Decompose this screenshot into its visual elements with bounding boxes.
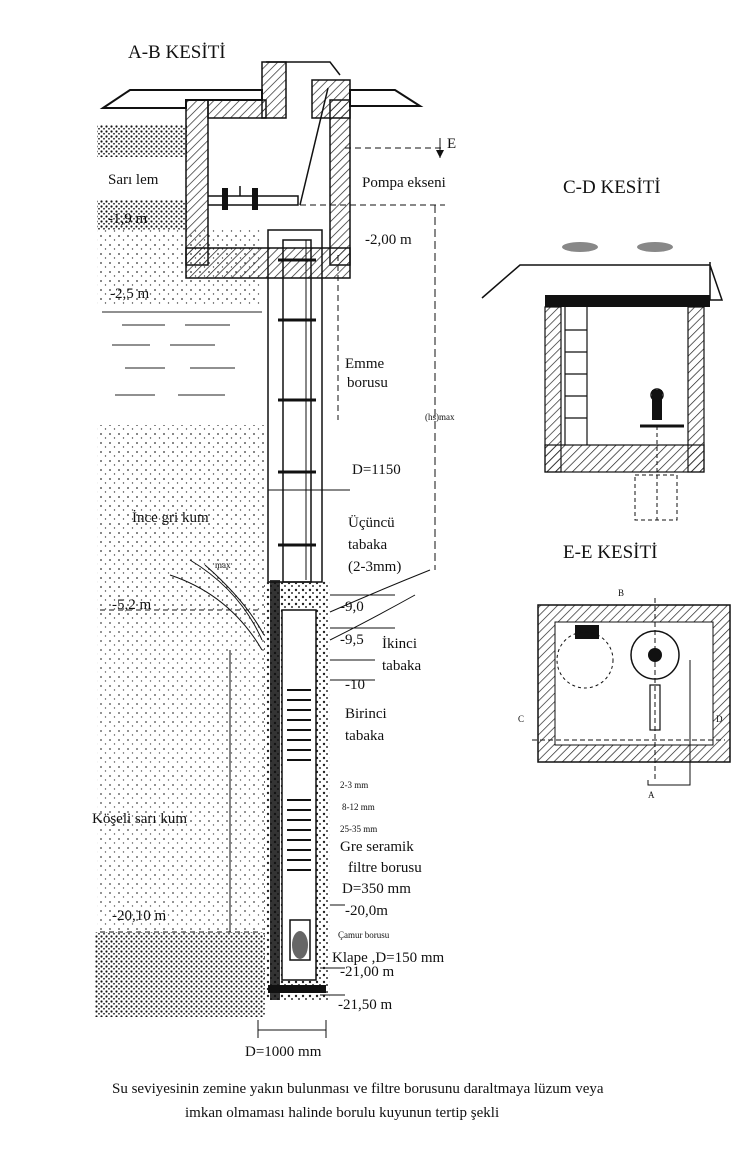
ee-section xyxy=(532,598,731,786)
ince-gri-kum-label: İnce gri kum xyxy=(132,510,209,526)
clay-soil-hatch xyxy=(97,200,187,230)
tabaka-1-label: tabaka xyxy=(345,728,384,744)
shaft-left-wall xyxy=(261,61,287,119)
cd-section xyxy=(481,242,724,521)
top-soil-hatch xyxy=(97,125,187,157)
sludge-pipe xyxy=(289,919,311,961)
level-marks xyxy=(100,594,395,996)
emme-label: Emme xyxy=(345,356,384,372)
camur-borusu-label: Çamur borusu xyxy=(338,930,390,940)
depth-2-00: -2,00 m xyxy=(365,232,412,248)
ee-b-mark: B xyxy=(618,588,624,598)
grain-25-35: 25-35 mm xyxy=(340,824,377,834)
valve-left-icon xyxy=(222,188,228,210)
ee-d-mark: D xyxy=(716,714,723,724)
ee-a-mark: A xyxy=(648,790,655,800)
grain-8-12: 8-12 mm xyxy=(342,802,375,812)
borusu-label: borusu xyxy=(347,375,388,391)
gre-seramik-label: Gre seramik xyxy=(340,839,414,855)
chamber-roof-left xyxy=(207,99,267,119)
grain-2-3: 2-3 mm xyxy=(340,780,368,790)
chamber-left-wall xyxy=(185,99,209,266)
max-label: max xyxy=(215,560,231,570)
depth-1-9: -1,9 m xyxy=(108,211,147,227)
ee-manhole-circle xyxy=(556,631,614,689)
cd-floor-slab xyxy=(544,444,705,473)
chamber-right-wall xyxy=(329,99,351,266)
depth-5-2: -5,2 m xyxy=(112,597,151,613)
caption-line-2: imkan olmaması halinde borulu kuyunun te… xyxy=(185,1105,499,1121)
d1000-label: D=1000 mm xyxy=(245,1044,322,1060)
tabaka-2-label: tabaka xyxy=(382,658,421,674)
depth-9-0: -9,0 xyxy=(340,599,364,615)
chamber-roof-right xyxy=(311,79,351,119)
filter-pipe xyxy=(281,609,317,981)
e-level-label: E xyxy=(447,136,456,152)
cd-title: C-D KESİTİ xyxy=(563,177,661,198)
ee-inner-room xyxy=(554,621,714,746)
pompa-ekseni-label: Pompa ekseni xyxy=(362,175,446,191)
depth-2-5: -2,5 m xyxy=(110,286,149,302)
ee-section-lines xyxy=(532,598,725,780)
suction-casing xyxy=(267,229,323,583)
pipe-couplings xyxy=(278,258,316,547)
d1150-label: D=1150 xyxy=(352,462,401,478)
hs-max-label: (hs)max xyxy=(425,412,455,422)
ee-c-mark: C xyxy=(518,714,524,724)
text-layer: A-B KESİTİ C-D KESİTİ E-E KESİTİ Sarı le… xyxy=(92,42,723,1121)
cd-manhole-covers xyxy=(562,242,673,252)
filtre-borusu-label: filtre borusu xyxy=(348,860,422,876)
tabaka-3-label: tabaka xyxy=(348,537,387,553)
water-table-lines xyxy=(102,311,262,396)
filter-slots xyxy=(287,689,311,871)
suction-pipe xyxy=(282,239,312,583)
ab-section xyxy=(95,61,445,1038)
ground-right-mound xyxy=(349,89,424,107)
depth-10: -10 xyxy=(345,677,365,693)
flap-valve-icon xyxy=(292,931,308,959)
caption-line-1: Su seviyesinin zemine yakın bulunması ve… xyxy=(112,1081,604,1097)
ab-title: A-B KESİTİ xyxy=(128,42,226,63)
depth-21-50: -21,50 m xyxy=(338,997,392,1013)
ladder-rail xyxy=(299,87,329,206)
shaft-cap xyxy=(266,61,341,76)
koseli-sari-kum-label: Köşeli sarı kum xyxy=(92,811,187,827)
ikinci-label: İkinci xyxy=(382,636,417,652)
angular-sand-layer xyxy=(97,620,265,932)
birinci-label: Birinci xyxy=(345,706,387,722)
cd-roof-slab xyxy=(545,295,710,307)
depth-20-0: -20,0m xyxy=(345,903,388,919)
well-bottom-plate xyxy=(268,985,326,993)
fine-sand-layer xyxy=(97,425,265,620)
outer-gravel-band xyxy=(270,580,280,1000)
d350-label: D=350 mm xyxy=(342,881,411,897)
depth-21-00: -21,00 m xyxy=(340,964,394,980)
tabaka-size-label: (2-3mm) xyxy=(348,559,401,575)
drawdown-curves xyxy=(169,559,431,651)
cd-well-outline xyxy=(634,474,678,521)
ee-title: E-E KESİTİ xyxy=(563,542,657,563)
bottom-gravel-layer xyxy=(95,932,265,1017)
sari-lem-label: Sarı lem xyxy=(108,172,159,188)
depth-9-5: -9,5 xyxy=(340,632,364,648)
ucuncu-label: Üçüncü xyxy=(348,514,395,531)
klape-label: Klape ,D=150 mm xyxy=(332,950,445,966)
valve-right-icon xyxy=(252,188,258,210)
cd-ground-line xyxy=(481,262,724,301)
cd-ladder xyxy=(564,307,588,445)
depth-20-10: -20,10 m xyxy=(112,908,166,924)
cd-pump-valve-icon xyxy=(640,388,684,428)
